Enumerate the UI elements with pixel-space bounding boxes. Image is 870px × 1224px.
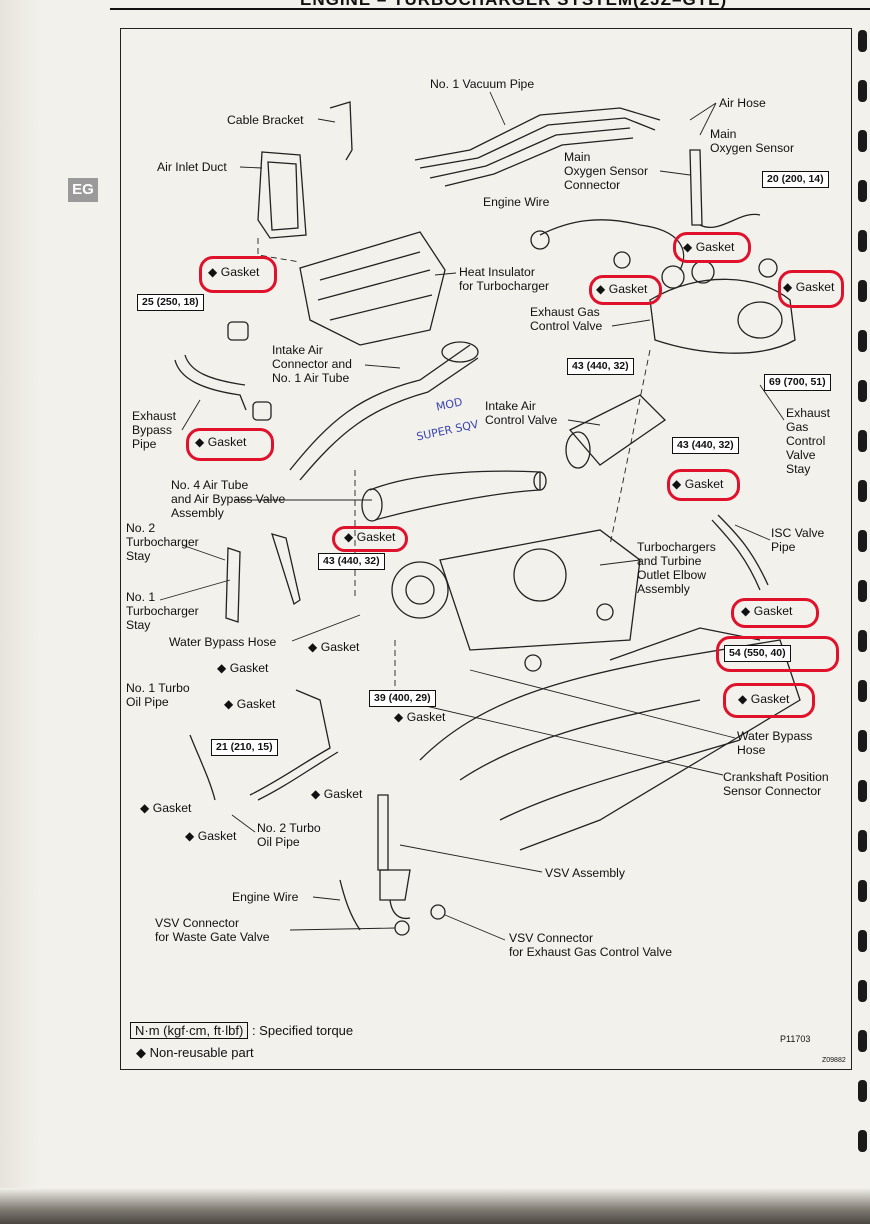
- legend-torque-desc: : Specified torque: [251, 1023, 354, 1038]
- label-no1-turbo-stay: No. 1 Turbocharger Stay: [126, 590, 199, 632]
- figure-code: P11703: [780, 1034, 811, 1044]
- figure-code-small: Z09882: [822, 1057, 846, 1064]
- label-no1-turbo-oil-pipe: No. 1 Turbo Oil Pipe: [126, 681, 190, 709]
- label-water-bypass-hose-right: Water Bypass Hose: [737, 729, 813, 757]
- highlight-gasket-3: [589, 275, 662, 305]
- label-exhaust-gas-control-valve: Exhaust Gas Control Valve: [530, 305, 603, 333]
- gasket-label: ◆ Gasket: [185, 829, 237, 843]
- highlight-gasket-6: [667, 469, 740, 501]
- spiral-binding: [858, 30, 867, 1152]
- label-air-hose: Air Hose: [719, 96, 766, 110]
- gasket-label: ◆ Gasket: [738, 692, 790, 706]
- gasket-label: ◆ Gasket: [344, 530, 396, 544]
- label-exhaust-bypass-pipe: Exhaust Bypass Pipe: [132, 409, 177, 451]
- torque-spec-box: 21 (210, 15): [211, 739, 278, 756]
- label-cable-bracket: Cable Bracket: [227, 113, 304, 127]
- label-no2-turbo-oil-pipe: No. 2 Turbo Oil Pipe: [257, 821, 321, 849]
- torque-spec-box: 43 (440, 32): [567, 358, 634, 375]
- gasket-label: ◆ Gasket: [783, 280, 835, 294]
- diagram-frame: [120, 28, 852, 1070]
- label-no4-air-tube: No. 4 Air Tube and Air Bypass Valve Asse…: [171, 478, 286, 520]
- label-engine-wire-top: Engine Wire: [483, 195, 550, 209]
- label-no1-vacuum-pipe: No. 1 Vacuum Pipe: [430, 77, 535, 91]
- highlight-gasket-4: [778, 270, 844, 308]
- label-heat-insulator: Heat Insulator for Turbocharger: [459, 265, 550, 293]
- label-no2-turbo-stay: No. 2 Turbocharger Stay: [126, 521, 199, 563]
- highlight-gasket-7: [332, 526, 408, 552]
- label-vsv-assembly: VSV Assembly: [545, 866, 625, 880]
- page-header-title: ENGINE – TURBOCHARGER SYSTEM(2JZ–GTE): [300, 0, 727, 10]
- legend-nonreusable: ◆ Non-reusable part: [136, 1045, 254, 1060]
- torque-spec-box: 43 (440, 32): [672, 437, 739, 454]
- highlight-gasket-8: [731, 598, 819, 628]
- torque-spec-box: 43 (440, 32): [318, 553, 385, 570]
- gasket-label: ◆ Gasket: [224, 697, 276, 711]
- torque-spec-box: 54 (550, 40): [724, 645, 791, 662]
- label-intake-air-connector: Intake Air Connector and No. 1 Air Tube: [272, 343, 352, 385]
- gasket-label: ◆ Gasket: [741, 604, 793, 618]
- highlight-gasket-9: [723, 683, 815, 718]
- label-turbochargers: Turbochargers and Turbine Outlet Elbow A…: [637, 540, 716, 596]
- gasket-label: ◆ Gasket: [672, 477, 724, 491]
- highlight-gasket-1: [199, 256, 277, 293]
- label-isc-valve-pipe: ISC Valve Pipe: [771, 526, 825, 554]
- gasket-label: ◆ Gasket: [195, 435, 247, 449]
- gasket-label: ◆ Gasket: [311, 787, 363, 801]
- gasket-label: ◆ Gasket: [208, 265, 260, 279]
- gasket-label: ◆ Gasket: [596, 282, 648, 296]
- label-crankshaft-sensor: Crankshaft Position Sensor Connector: [723, 770, 829, 798]
- legend-unit-box: N·m (kgf·cm, ft·lbf): [130, 1022, 249, 1039]
- label-intake-air-control-valve: Intake Air Control Valve: [485, 399, 558, 427]
- scan-bottom-edge: [0, 1188, 870, 1224]
- gasket-label: ◆ Gasket: [683, 240, 735, 254]
- torque-spec-box: 69 (700, 51): [764, 374, 831, 391]
- highlight-torque-54: [716, 636, 839, 672]
- torque-spec-box: 39 (400, 29): [369, 690, 436, 707]
- label-vsv-waste-gate: VSV Connector for Waste Gate Valve: [155, 916, 270, 944]
- gasket-label: ◆ Gasket: [394, 710, 446, 724]
- label-water-bypass-hose-left: Water Bypass Hose: [169, 635, 277, 649]
- gasket-label: ◆ Gasket: [308, 640, 360, 654]
- highlight-gasket-2: [673, 232, 751, 263]
- label-air-inlet-duct: Air Inlet Duct: [157, 160, 227, 174]
- header-rule: [110, 8, 870, 10]
- label-egcv-stay: Exhaust Gas Control Valve Stay: [786, 406, 831, 476]
- label-main-o2-connector: Main Oxygen Sensor Connector: [564, 150, 649, 192]
- label-main-oxygen-sensor: Main Oxygen Sensor: [710, 127, 795, 155]
- label-vsv-egcv: VSV Connector for Exhaust Gas Control Va…: [509, 931, 673, 959]
- torque-spec-box: 20 (200, 14): [762, 171, 829, 188]
- highlight-gasket-5: [186, 428, 274, 461]
- label-engine-wire-bottom: Engine Wire: [232, 890, 299, 904]
- gasket-label: ◆ Gasket: [140, 801, 192, 815]
- gasket-label: ◆ Gasket: [217, 661, 269, 675]
- page-edge-shadow: [0, 0, 40, 1224]
- legend-torque: N·m (kgf·cm, ft·lbf) : Specified torque: [130, 1022, 354, 1039]
- torque-spec-box: 25 (250, 18): [137, 294, 204, 311]
- section-tab: EG: [68, 178, 98, 202]
